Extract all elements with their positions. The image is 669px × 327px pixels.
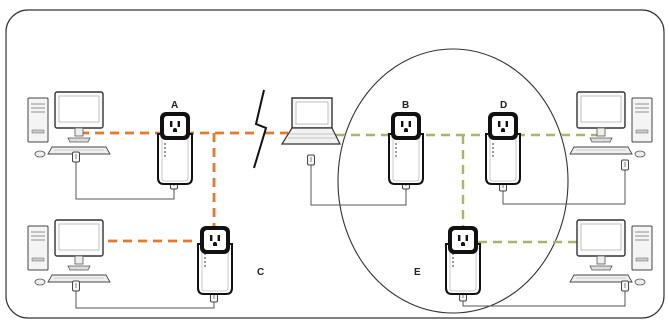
diagram-frame bbox=[6, 10, 664, 318]
desktop-computer-bottom-right bbox=[570, 220, 652, 285]
powerline-adapter-c bbox=[198, 226, 232, 294]
powerline-adapter-d bbox=[486, 112, 520, 184]
powerline-adapter-a bbox=[158, 112, 192, 184]
label-c: C bbox=[257, 267, 264, 278]
powerline-adapter-e bbox=[446, 226, 480, 294]
label-b: B bbox=[402, 100, 409, 111]
laptop-icon bbox=[282, 98, 340, 144]
label-d: D bbox=[500, 100, 507, 111]
desktop-computer-top-right bbox=[570, 92, 652, 157]
network-2-links bbox=[336, 135, 603, 242]
powerline-adapter-b bbox=[389, 112, 423, 184]
label-a: A bbox=[171, 100, 178, 111]
label-e: E bbox=[414, 267, 421, 278]
lightning-break-icon bbox=[254, 90, 266, 168]
desktop-computer-bottom-left bbox=[28, 220, 110, 285]
desktop-computer-top-left bbox=[28, 92, 110, 157]
cable-plug-icon bbox=[73, 152, 629, 302]
